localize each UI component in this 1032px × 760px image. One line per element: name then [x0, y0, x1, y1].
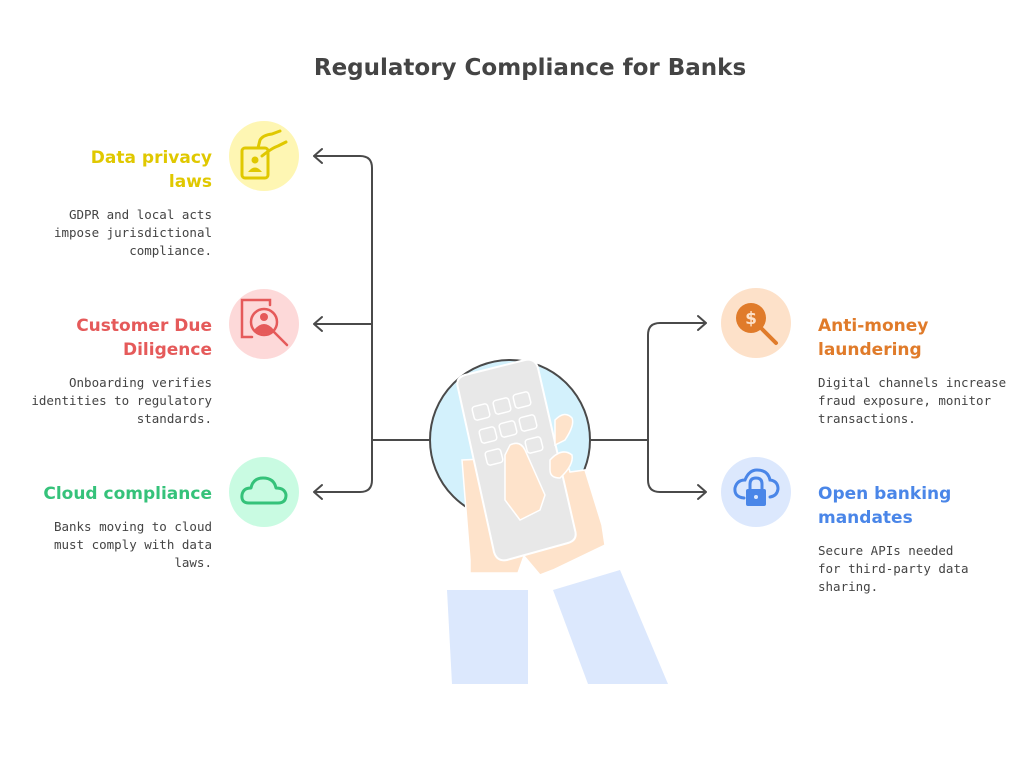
item-description: identities to regulatory [31, 393, 212, 408]
dollar-search-icon: $ [721, 288, 791, 358]
diagram-title: Regulatory Compliance for Banks [313, 55, 747, 81]
user-search-icon [229, 289, 299, 359]
item-description: sharing. [818, 579, 879, 594]
item-description: Digital channels increase [818, 375, 1007, 390]
item-description: Banks moving to cloud [53, 519, 212, 534]
svg-text:$: $ [745, 309, 757, 329]
connectors [313, 148, 707, 500]
item-title: laundering [818, 340, 922, 360]
item-description: impose jurisdictional [53, 225, 212, 240]
id-card-hand-icon [229, 121, 299, 191]
item-title: Cloud compliance [43, 484, 212, 504]
connector-data-privacy [313, 148, 431, 441]
cloud-icon [229, 457, 299, 527]
item-description: compliance. [129, 243, 212, 258]
item-description: fraud exposure, monitor [818, 393, 992, 408]
item-title: Open banking [818, 484, 952, 504]
cloud-lock-icon [721, 457, 791, 527]
item-data-privacy-laws: Data privacy laws GDPR and local acts im… [12, 146, 212, 260]
item-title: Data privacy [90, 148, 212, 168]
phone-hands-illustration [429, 358, 668, 684]
item-description: laws. [174, 555, 212, 570]
item-description: GDPR and local acts [69, 207, 212, 222]
item-title: Customer Due [76, 316, 212, 336]
item-description: Secure APIs needed [818, 543, 954, 558]
item-title: laws [168, 172, 212, 192]
item-customer-due-diligence: Customer Due Diligence Onboarding verifi… [12, 314, 212, 428]
connector-cloud-compliance [313, 429, 373, 500]
connector-customer-due-diligence [313, 316, 373, 332]
item-description: for third-party data [818, 561, 969, 576]
connector-open-banking [647, 439, 707, 500]
item-description: transactions. [818, 411, 916, 426]
item-description: standards. [136, 411, 212, 426]
item-cloud-compliance: Cloud compliance Banks moving to cloud m… [12, 482, 212, 572]
item-description: must comply with data [53, 537, 212, 552]
item-title: Anti-money [818, 316, 929, 336]
item-anti-money-laundering: Anti-money laundering Digital channels i… [818, 314, 1018, 428]
item-open-banking-mandates: Open banking mandates Secure APIs needed… [818, 482, 1018, 596]
left-sleeve [447, 590, 528, 684]
item-title: Diligence [122, 340, 212, 360]
connector-anti-money-laundering [589, 315, 707, 441]
item-description: Onboarding verifies [69, 375, 212, 390]
item-title: mandates [818, 508, 913, 528]
right-sleeve [553, 570, 668, 684]
